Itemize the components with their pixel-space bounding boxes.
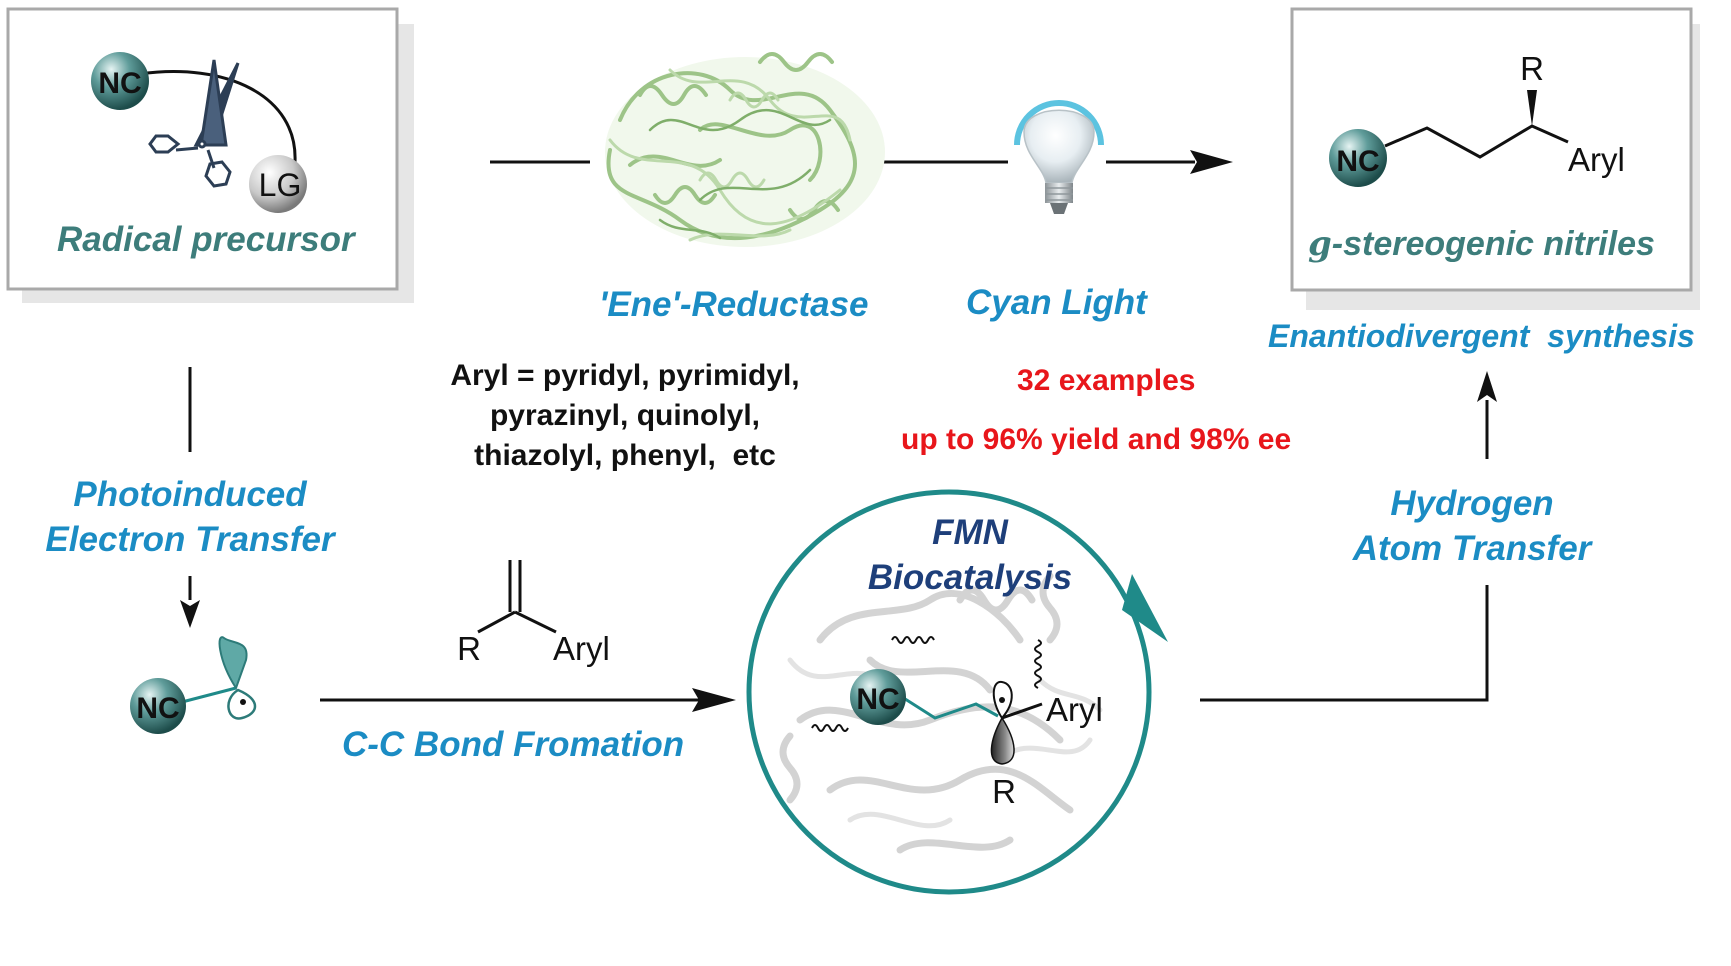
left-arrow-head (180, 600, 200, 628)
scissors-icon (148, 59, 240, 188)
right-arrow-head (1477, 371, 1497, 402)
product-caption-text: -stereogenic nitriles (1331, 225, 1655, 263)
fmn-label: FMN Biocatalysis (830, 510, 1110, 600)
top-arrow-head (1190, 150, 1233, 174)
fmn-aryl-label: Aryl (1046, 691, 1103, 728)
hat-label-line-2: Atom Transfer (1352, 529, 1592, 568)
product-r-label: R (1520, 50, 1544, 87)
fmn-cycle-arrow-head (1122, 574, 1168, 642)
right-exit-path (1200, 585, 1489, 702)
nc-ball-precursor (91, 52, 149, 110)
nc-ball-radical (130, 678, 186, 734)
product-caption: g-stereogenic nitriles (1308, 227, 1655, 261)
precursor-tether (139, 70, 297, 163)
fmn-squiggle-bonds (811, 636, 1042, 732)
fmn-r-label: R (992, 773, 1016, 810)
light-bulb-icon (1014, 100, 1104, 214)
fmn-label-line-2: Biocatalysis (867, 558, 1073, 597)
fmn-radical-dot (999, 697, 1005, 703)
fmn-nc-label: NC (856, 683, 899, 716)
enantiodivergent-label: Enantiodivergent synthesis (1268, 318, 1695, 354)
nc-ball-fmn (850, 669, 906, 725)
product-wedge-bond (1527, 90, 1537, 126)
lg-ball (249, 155, 307, 213)
gamma-symbol: g (1308, 224, 1332, 264)
examples-count: 32 examples (1017, 364, 1196, 397)
product-skeleton (1384, 124, 1569, 159)
aryl-scope-line-1: Aryl = pyridyl, pyrimidyl, (450, 359, 800, 392)
precursor-nc-label: NC (98, 67, 141, 100)
fmn-label-line-1: FMN (932, 513, 1008, 552)
hat-label-line-1: Hydrogen (1390, 484, 1554, 523)
fmn-catalytic-cycle-ring (746, 489, 1152, 895)
cc-bond-label: C-C Bond Fromation (342, 725, 685, 764)
aryl-scope-line-3: thiazolyl, phenyl, etc (474, 439, 776, 472)
pet-label: Photoinduced Electron Transfer (20, 472, 360, 562)
ene-reductase-protein-icon (605, 52, 885, 247)
fmn-lower-orbital-lobe (990, 716, 1015, 765)
alkene-structure (477, 560, 557, 634)
alkene-r-label: R (457, 630, 481, 667)
aryl-scope: Aryl = pyridyl, pyrimidyl, pyrazinyl, qu… (430, 356, 820, 476)
product-aryl-label: Aryl (1568, 141, 1625, 178)
radical-nc-label: NC (136, 692, 179, 725)
yield-ee: up to 96% yield and 98% ee (901, 423, 1292, 456)
alkene-aryl-label: Aryl (553, 630, 610, 667)
cc-arrow-head (692, 688, 736, 712)
hat-label: Hydrogen Atom Transfer (1312, 481, 1632, 571)
precursor-caption: Radical precursor (57, 220, 355, 259)
precursor-lg-label: LG (259, 167, 302, 203)
nc-ball-product (1329, 129, 1387, 187)
pet-label-line-2: Electron Transfer (45, 520, 335, 559)
product-nc-label: NC (1336, 145, 1379, 178)
enzyme-label: 'Ene'-Reductase (599, 285, 869, 324)
aryl-scope-line-2: pyrazinyl, quinolyl, (489, 399, 761, 432)
fmn-substrate-chain (901, 695, 999, 720)
fmn-aryl-bond (1001, 702, 1043, 720)
pet-label-line-1: Photoinduced (73, 475, 307, 514)
radical-orbital-icon (181, 636, 257, 720)
light-label: Cyan Light (966, 283, 1147, 322)
fmn-background-protein (779, 572, 1074, 854)
precursor-box (6, 7, 399, 291)
